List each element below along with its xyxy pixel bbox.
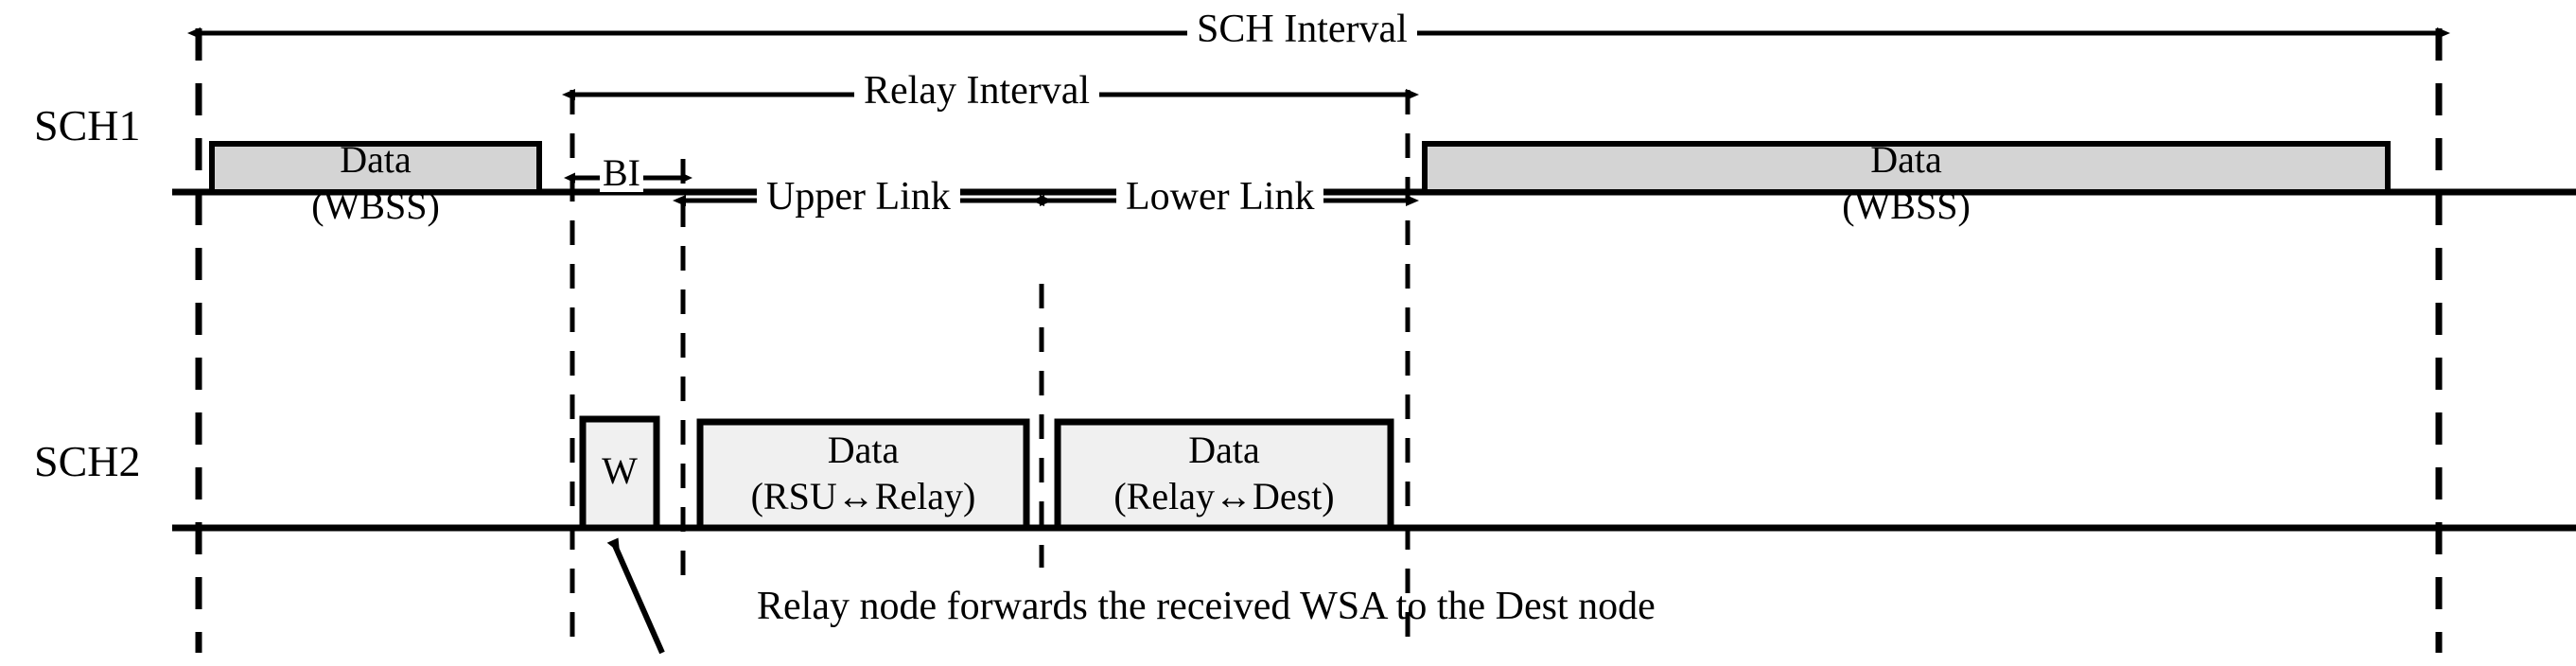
sch1-left-wbss-line2: (WBSS) (311, 184, 440, 227)
sch2-lower-data-label: Data (Relay↔Dest) (1058, 428, 1391, 520)
sch2-upper-data-line1: Data (827, 429, 900, 471)
sch1-left-wbss-block (209, 141, 542, 195)
sch1-channel-label: SCH1 (34, 101, 141, 149)
upper-link-label: Upper Link (757, 177, 960, 217)
sch-interval-label: SCH Interval (1187, 9, 1417, 49)
sch1-right-wbss-label: Data (WBSS) (1425, 137, 2388, 230)
callout-arrow-icon (606, 537, 665, 655)
sch2-wsa-label: W (602, 449, 638, 492)
lower-link-label: Lower Link (1116, 177, 1324, 217)
sch1-left-wbss-label: Data (WBSS) (212, 137, 539, 230)
annotation-caption: Relay node forwards the received WSA to … (757, 585, 1656, 628)
sch2-lower-data-line1: Data (1188, 429, 1260, 471)
bi-label: BI (600, 154, 643, 192)
sch2-channel-label: SCH2 (34, 437, 141, 485)
sch2-lower-data-block (1054, 418, 1394, 532)
relay-interval-label: Relay Interval (854, 71, 1100, 111)
sch1-right-wbss-line1: Data (1870, 138, 1942, 181)
sch1-right-wbss-block (1422, 141, 2391, 195)
sch2-lower-data-line2: (Relay↔Dest) (1113, 474, 1335, 517)
sch2-upper-data-label: Data (RSU↔Relay) (700, 428, 1026, 520)
sch2-upper-data-block (696, 418, 1030, 532)
sch1-right-wbss-line2: (WBSS) (1842, 184, 1971, 227)
sch2-wsa-block (579, 415, 660, 532)
sch1-left-wbss-line1: Data (340, 138, 412, 181)
sch2-upper-data-line2: (RSU↔Relay) (750, 474, 976, 517)
